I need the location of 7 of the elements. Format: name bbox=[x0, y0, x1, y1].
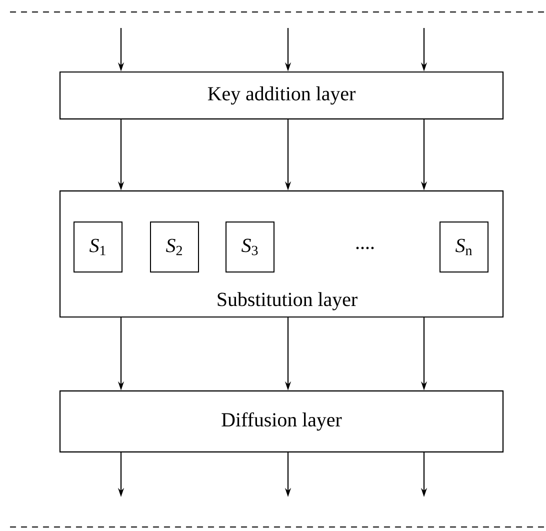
s-box: S$_{3}$ bbox=[226, 221, 274, 272]
layer-box: Key addition layer bbox=[59, 71, 504, 120]
s-box: S$_{2}$ bbox=[150, 221, 199, 272]
ellipsis: .... bbox=[356, 246, 374, 250]
layer-box: Diffusion layer bbox=[59, 390, 504, 453]
s-box: S$_{n}$ bbox=[440, 221, 488, 272]
s-box: S$_{1}$ bbox=[74, 221, 122, 272]
